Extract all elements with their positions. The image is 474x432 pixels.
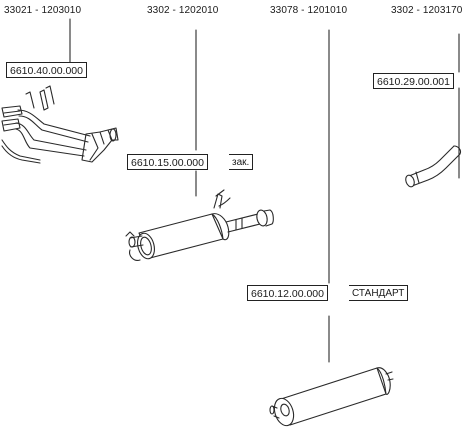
downpipe-drawing <box>1 85 119 164</box>
oem-number-main-muffler: 33078 - 1201010 <box>270 5 348 16</box>
part-number-rear-muffler: 6610.15.00.000 <box>127 154 208 170</box>
main-muffler-drawing <box>269 367 394 427</box>
tailpipe-drawing <box>405 145 462 188</box>
oem-number-tailpipe: 3302 - 1203170 <box>391 5 463 16</box>
part-number-downpipe: 6610.40.00.000 <box>6 62 87 78</box>
part-note-main-muffler: СТАНДАРТ <box>349 285 409 301</box>
part-number-tailpipe: 6610.29.00.001 <box>373 73 454 89</box>
oem-number-downpipe: 33021 - 1203010 <box>4 5 82 16</box>
part-note-rear-muffler: зак. <box>229 154 254 170</box>
rear-muffler-drawing <box>125 189 274 261</box>
part-number-main-muffler: 6610.12.00.000 <box>247 285 328 301</box>
oem-number-rear-muffler: 3302 - 1202010 <box>147 5 219 16</box>
